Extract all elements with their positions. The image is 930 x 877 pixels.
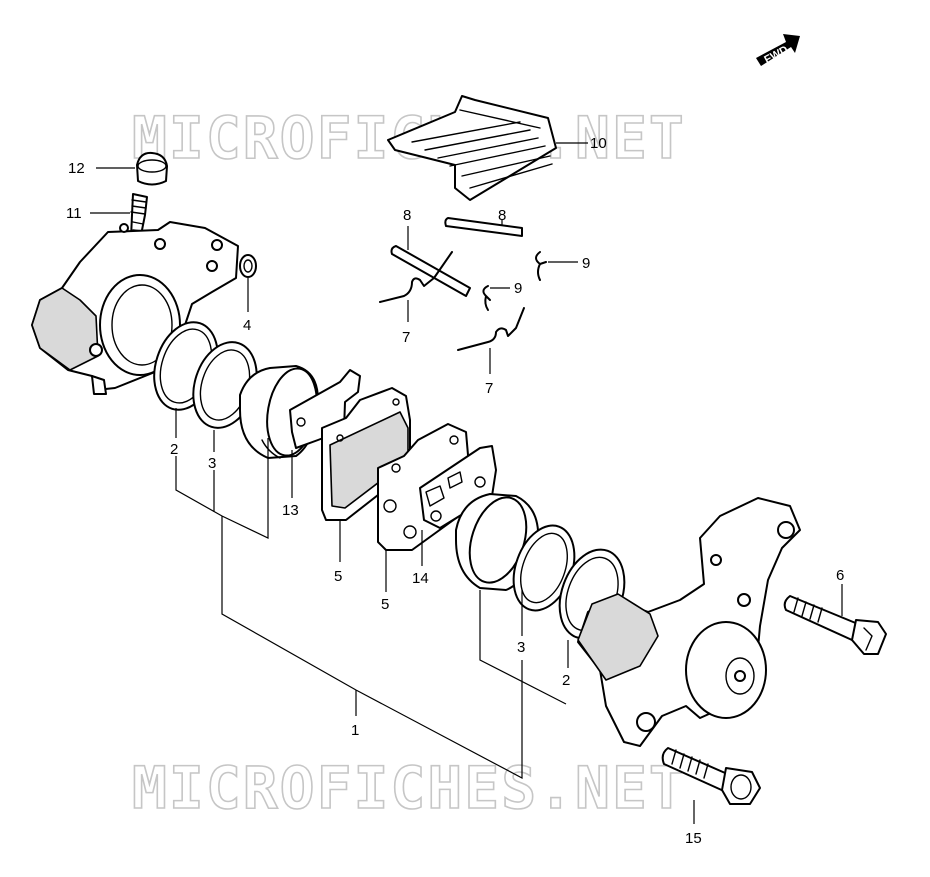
pad-shim [419, 445, 497, 529]
caliper-half-right [577, 497, 801, 747]
callout-2-right: 2 [562, 672, 570, 689]
callout-15: 15 [685, 830, 702, 847]
o-ring [239, 254, 257, 278]
callout-8-right: 8 [498, 207, 506, 224]
callout-8-left: 8 [403, 207, 411, 224]
fwd-label: FWD [762, 44, 790, 66]
callout-10: 10 [590, 135, 607, 152]
callout-5-left: 5 [334, 568, 342, 585]
callout-2-left: 2 [170, 441, 178, 458]
callout-1: 1 [351, 722, 359, 739]
pad-cover [387, 95, 557, 201]
callout-9-left: 9 [514, 280, 522, 297]
pin-clip-left [482, 285, 491, 311]
wire-spring-left [379, 251, 453, 303]
pad-pin-left [390, 245, 471, 297]
callout-3-right: 3 [517, 639, 525, 656]
forward-direction-badge: FWD [756, 34, 800, 66]
callout-7-right: 7 [485, 380, 493, 397]
callout-5-right: 5 [381, 596, 389, 613]
bleeder-cap [136, 151, 168, 186]
leader-lines [90, 142, 843, 824]
watermark-bottom: MICROFICHES.NET [132, 754, 686, 822]
piston-seal-right [512, 524, 576, 612]
pin-clip-right [535, 251, 547, 281]
callout-11: 11 [66, 205, 82, 222]
callout-12: 12 [68, 160, 85, 177]
caliper-half-left [31, 221, 239, 395]
callout-13: 13 [282, 502, 299, 519]
wire-spring-right [457, 307, 525, 351]
mounting-bolt-lower [661, 747, 761, 805]
callout-6: 6 [836, 567, 844, 584]
callout-14: 14 [412, 570, 429, 587]
callout-9-right: 9 [582, 255, 590, 272]
callout-7-left: 7 [402, 329, 410, 346]
pad-pin-right [444, 217, 523, 237]
callout-3-left: 3 [208, 455, 216, 472]
callout-4: 4 [243, 317, 251, 334]
callout-labels: 12 11 10 8 8 9 9 7 7 4 2 3 13 5 5 14 3 2… [66, 135, 844, 847]
mounting-bolt-upper [783, 595, 887, 655]
